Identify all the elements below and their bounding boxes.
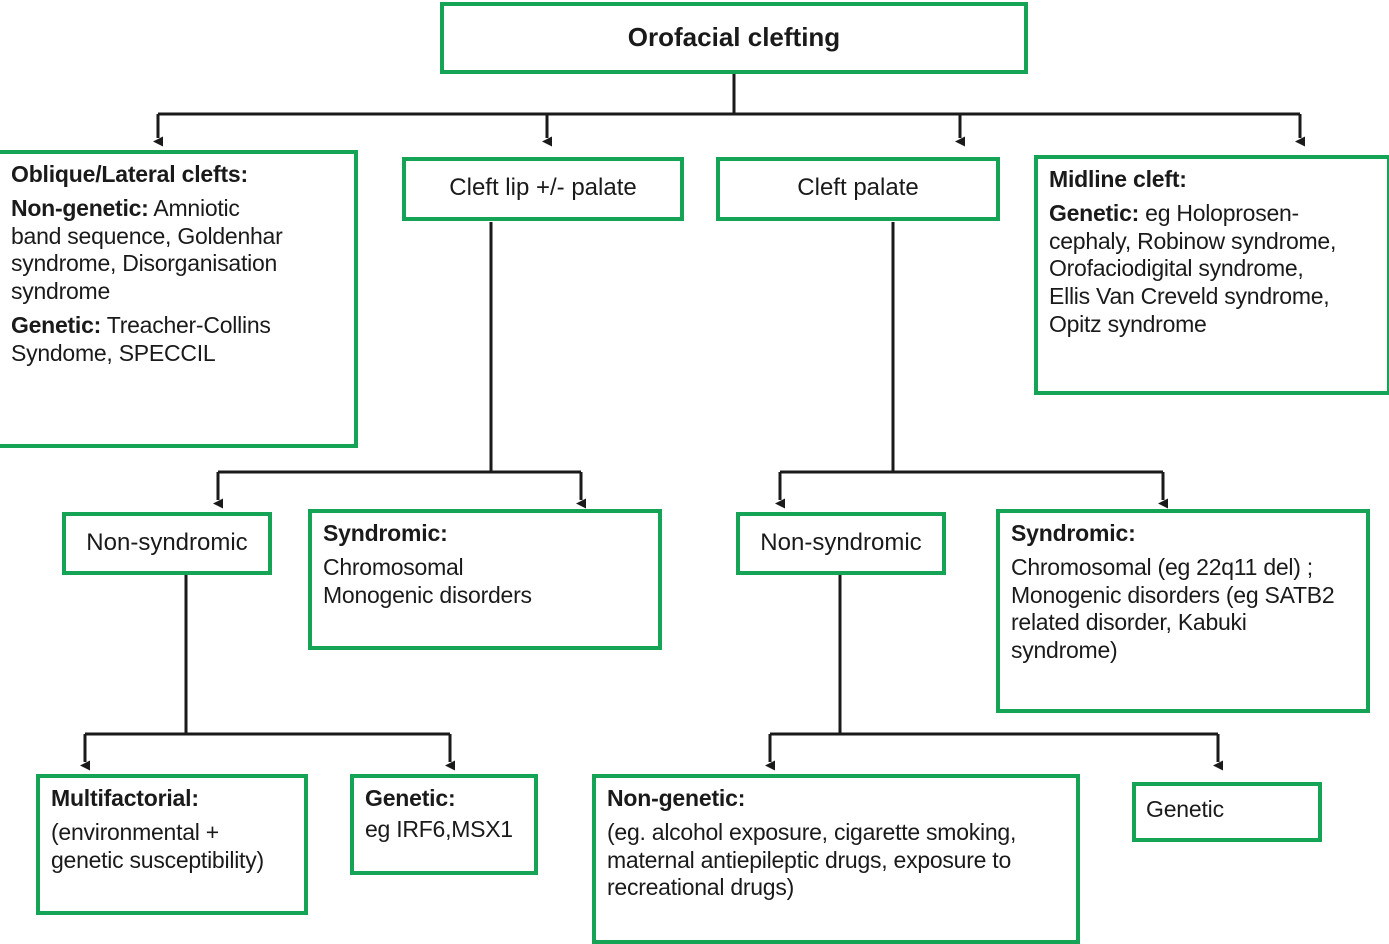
lip-syndromic-heading: Syndromic: [323,520,448,546]
midline-genetic-label: Genetic: [1049,199,1140,226]
midline-genetic-line1: eg Holoprosen- [1139,199,1299,226]
nongenetic-palate-line3: recreational drugs) [607,874,795,901]
node-palate-syndromic[interactable]: Syndromic: Chromosomal (eg 22q11 del) ; … [996,509,1370,713]
node-cleft-palate[interactable]: Cleft palate [716,157,1000,221]
multifactorial-line2: genetic susceptibility) [51,846,264,873]
palate-syndromic-line1: Chromosomal (eg 22q11 del) ; [1011,553,1313,580]
lip-syndromic-body: Chromosomal Monogenic disorders [323,554,648,610]
palate-syndromic-line2: Monogenic disorders (eg SATB2 [1011,581,1335,608]
nongenetic-line1: Amniotic [148,194,240,221]
nongenetic-palate-heading: Non-genetic: [607,785,746,811]
nongenetic-palate-line1: (eg. alcohol exposure, cigarette smoking… [607,818,1017,845]
nongenetic-palate-line2: maternal antiepileptic drugs, exposure t… [607,846,1011,873]
genetic-lip-body: eg IRF6,MSX1 [365,816,524,844]
midline-heading: Midline cleft: [1049,166,1187,192]
genetic-palate-label: Genetic [1146,796,1224,822]
lip-syndromic-line2: Monogenic disorders [323,581,532,608]
lip-syndromic-line1: Chromosomal [323,553,464,580]
genetic-label: Genetic: [11,312,102,339]
midline-genetic-line4: Ellis Van Creveld syndrome, [1049,283,1330,310]
node-genetic-palate[interactable]: Genetic [1132,782,1322,842]
node-multifactorial[interactable]: Multifactorial: (environmental + genetic… [36,774,308,915]
node-orofacial-clefting[interactable]: Orofacial clefting [440,2,1028,74]
cleft-lip-label: Cleft lip +/- palate [449,174,637,201]
palate-syndromic-heading: Syndromic: [1011,520,1136,546]
nongenetic-line2: band sequence, Goldenhar [11,222,283,249]
midline-genetic-line5: Opitz syndrome [1049,311,1207,338]
node-nongenetic-palate[interactable]: Non-genetic: (eg. alcohol exposure, ciga… [592,774,1080,944]
genetic-line2: Syndome, SPECCIL [11,340,216,367]
node-cleft-lip-palate[interactable]: Cleft lip +/- palate [402,157,684,221]
midline-genetic-line3: Orofaciodigital syndrome, [1049,255,1304,282]
multifactorial-line1: (environmental + [51,818,219,845]
palate-syndromic-line4: syndrome) [1011,637,1118,664]
midline-genetic-text: Genetic: eg Holoprosen- cephaly, Robinow… [1049,200,1377,340]
palate-syndromic-body: Chromosomal (eg 22q11 del) ; Monogenic d… [1011,554,1356,666]
nongenetic-line3: syndrome, Disorganisation [11,250,278,277]
node-lip-non-syndromic[interactable]: Non-syndromic [62,512,272,575]
multifactorial-body: (environmental + genetic susceptibility) [51,819,294,875]
node-genetic-lip[interactable]: Genetic: eg IRF6,MSX1 [350,774,538,875]
midline-genetic-line2: cephaly, Robinow syndrome, [1049,227,1337,254]
node-lip-syndromic[interactable]: Syndromic: Chromosomal Monogenic disorde… [308,509,662,650]
nongenetic-label: Non-genetic: [11,194,149,221]
palate-non-syndromic-label: Non-syndromic [760,529,922,556]
genetic-lip-heading: Genetic: [365,785,456,811]
cleft-palate-label: Cleft palate [797,174,919,201]
nongenetic-line4: syndrome [11,278,110,305]
genetic-line1: Treacher-Collins [101,312,271,339]
multifactorial-heading: Multifactorial: [51,785,199,811]
oblique-heading: Oblique/Lateral clefts: [11,161,248,187]
edge-root-to-level1 [153,74,1305,147]
nongenetic-palate-body: (eg. alcohol exposure, cigarette smoking… [607,819,1066,903]
node-midline-cleft[interactable]: Midline cleft: Genetic: eg Holoprosen- c… [1034,155,1389,395]
node-oblique-lateral-clefts[interactable]: Oblique/Lateral clefts: Non-genetic: Amn… [0,150,358,448]
palate-syndromic-line3: related disorder, Kabuki [1011,609,1247,636]
oblique-genetic-text: Genetic: Treacher-Collins Syndome, SPECC… [11,312,344,368]
oblique-nongenetic-text: Non-genetic: Amniotic band sequence, Gol… [11,195,344,307]
genetic-lip-line1: eg IRF6,MSX1 [365,815,513,842]
lip-non-syndromic-label: Non-syndromic [86,529,248,556]
node-title: Orofacial clefting [627,22,841,52]
node-palate-non-syndromic[interactable]: Non-syndromic [736,512,946,575]
